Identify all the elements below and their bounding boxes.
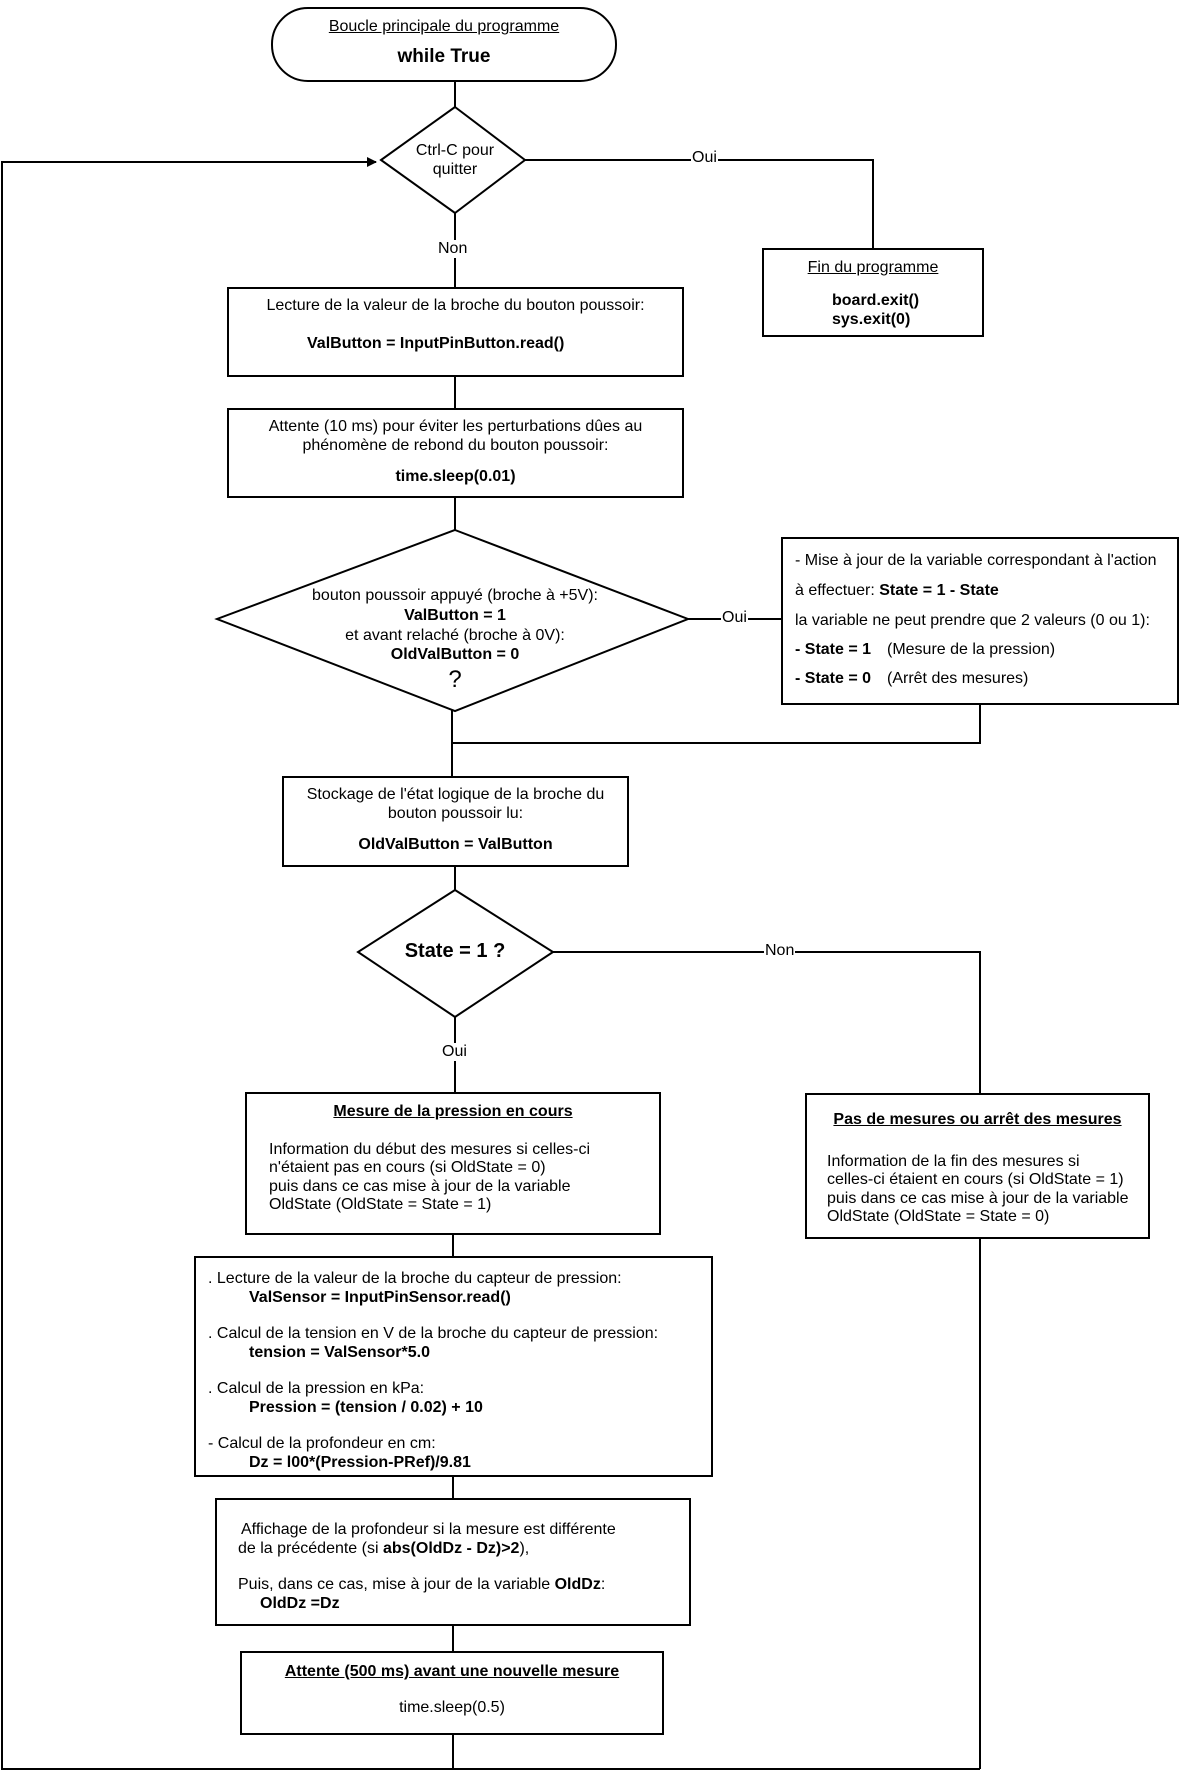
d2-question: ?: [448, 666, 462, 693]
b7-line2: de la précédente (si abs(OldDz - Dz)>2),: [238, 1539, 529, 1558]
b4-title: Mesure de la pression en cours: [333, 1103, 573, 1120]
d1-no-label: Non: [437, 240, 469, 258]
end-code-2: sys.exit(0): [832, 311, 911, 328]
d3-yes-label: Oui: [441, 1043, 468, 1061]
b8-title: Attente (500 ms) avant une nouvelle mesu…: [284, 1663, 620, 1680]
b6-line2: . Calcul de la tension en V de la broche…: [208, 1325, 659, 1342]
b4-line1: Information du début des mesures si cell…: [269, 1141, 591, 1158]
upd-line3: la variable ne peut prendre que 2 valeur…: [795, 612, 1150, 629]
b7-line2-code: abs(OldDz - Dz)>2: [382, 1540, 520, 1557]
upd-line5-code: - State = 0: [795, 670, 872, 687]
start-title: Boucle principale du programme: [328, 18, 560, 35]
d2-line1: bouton poussoir appuyé (broche à +5V):: [312, 587, 598, 604]
upd-line2-code: State = 1 - State: [879, 582, 999, 599]
connector-update-merge: [452, 704, 981, 744]
connector-d1-end: [524, 159, 874, 248]
b6-code2: tension = ValSensor*5.0: [249, 1344, 430, 1361]
b3-line2: bouton poussoir lu:: [387, 805, 524, 822]
b7-line2-end: ),: [519, 1540, 530, 1557]
connector-d3-b5: [553, 951, 981, 1093]
decision-state: [356, 888, 555, 1019]
b3-code: OldValButton = ValButton: [358, 836, 553, 853]
b4-line3: puis dans ce cas mise à jour de la varia…: [269, 1178, 571, 1195]
b6-code4: Dz = l00*(Pression-PRef)/9.81: [249, 1454, 471, 1471]
b7-line3: Puis, dans ce cas, mise à jour de la var…: [238, 1575, 605, 1594]
stop-measure-box: Pas de mesures ou arrêt des mesures Info…: [805, 1093, 1150, 1239]
d1-line1: Ctrl-C pour: [415, 142, 495, 159]
display-depth-box: Affichage de la profondeur si la mesure …: [215, 1498, 691, 1626]
b6-line4: - Calcul de la profondeur en cm:: [208, 1435, 436, 1452]
d2-line4: OldValButton = 0: [390, 646, 520, 663]
b5-line4: OldState (OldState = State = 0): [827, 1208, 1050, 1225]
b1-text: Lecture de la valeur de la broche du bou…: [266, 297, 645, 314]
upd-line2-text: à effectuer:: [795, 582, 880, 599]
b6-line1: . Lecture de la valeur de la broche du c…: [208, 1270, 622, 1287]
b7-line1: Affichage de la profondeur si la mesure …: [241, 1521, 616, 1538]
d2-line3: et avant relaché (broche à 0V):: [345, 627, 565, 644]
b4-line2: n'étaient pas en cours (si OldState = 0): [269, 1159, 546, 1176]
b7-code: OldDz =Dz: [260, 1595, 340, 1612]
start-code: while True: [397, 46, 491, 67]
upd-line1: - Mise à jour de la variable corresponda…: [795, 552, 1157, 569]
b6-code1: ValSensor = InputPinSensor.read(): [249, 1289, 511, 1306]
d1-yes-label: Oui: [691, 149, 718, 167]
end-title: Fin du programme: [807, 259, 939, 276]
b2-code: time.sleep(0.01): [395, 468, 516, 485]
end-code-1: board.exit(): [832, 292, 920, 309]
b5-line2: celles-ci étaient en cours (si OldState …: [827, 1171, 1124, 1188]
upd-line4-text: (Mesure de la pression): [887, 641, 1056, 658]
state-update-box: - Mise à jour de la variable corresponda…: [781, 537, 1179, 705]
d2-line2: ValButton = 1: [404, 607, 506, 624]
b7-line3-end: :: [600, 1576, 606, 1593]
measure-box: Mesure de la pression en cours Informati…: [245, 1092, 661, 1235]
upd-line2: à effectuer: State = 1 - State: [795, 581, 999, 600]
decision-ctrl-c: [379, 105, 527, 215]
b5-title: Pas de mesures ou arrêt des mesures: [833, 1111, 1122, 1128]
b7-line3-text: Puis, dans ce cas, mise à jour de la var…: [238, 1576, 555, 1593]
b5-line3: puis dans ce cas mise à jour de la varia…: [827, 1190, 1129, 1207]
end-box: Fin du programme board.exit() sys.exit(0…: [762, 248, 984, 337]
d1-line2: quitter: [432, 161, 478, 178]
b6-code3: Pression = (tension / 0.02) + 10: [249, 1399, 483, 1416]
b7-line3-code: OldDz: [554, 1576, 601, 1593]
b2-line1: Attente (10 ms) pour éviter les perturba…: [268, 418, 643, 435]
b3-line1: Stockage de l'état logique de la broche …: [306, 786, 605, 803]
decision-button-pressed: [214, 528, 691, 713]
b2-line2: phénomène de rebond du bouton poussoir:: [302, 437, 609, 454]
store-state-box: Stockage de l'état logique de la broche …: [282, 776, 629, 867]
b1-code: ValButton = InputPinButton.read(): [307, 335, 565, 352]
b7-line2-text: de la précédente (si: [238, 1540, 383, 1557]
d3-no-label: Non: [764, 942, 796, 960]
b5-line1: Information de la fin des mesures si: [827, 1153, 1080, 1170]
d2-yes-label: Oui: [721, 609, 748, 627]
sensor-compute-box: . Lecture de la valeur de la broche du c…: [194, 1256, 713, 1477]
wait-box: Attente (500 ms) avant une nouvelle mesu…: [240, 1651, 664, 1735]
start-terminal: [271, 7, 617, 82]
loop-back-arrow: [1, 157, 980, 1770]
b8-code: time.sleep(0.5): [399, 1699, 505, 1716]
b4-line4: OldState (OldState = State = 1): [269, 1196, 492, 1213]
d3-text: State = 1 ?: [404, 940, 506, 962]
debounce-box: Attente (10 ms) pour éviter les perturba…: [227, 408, 684, 498]
upd-line4-code: - State = 1: [795, 641, 872, 658]
b6-line3: . Calcul de la pression en kPa:: [208, 1380, 425, 1397]
read-button-box: Lecture de la valeur de la broche du bou…: [227, 287, 684, 377]
upd-line5-text: (Arrêt des mesures): [887, 670, 1029, 687]
